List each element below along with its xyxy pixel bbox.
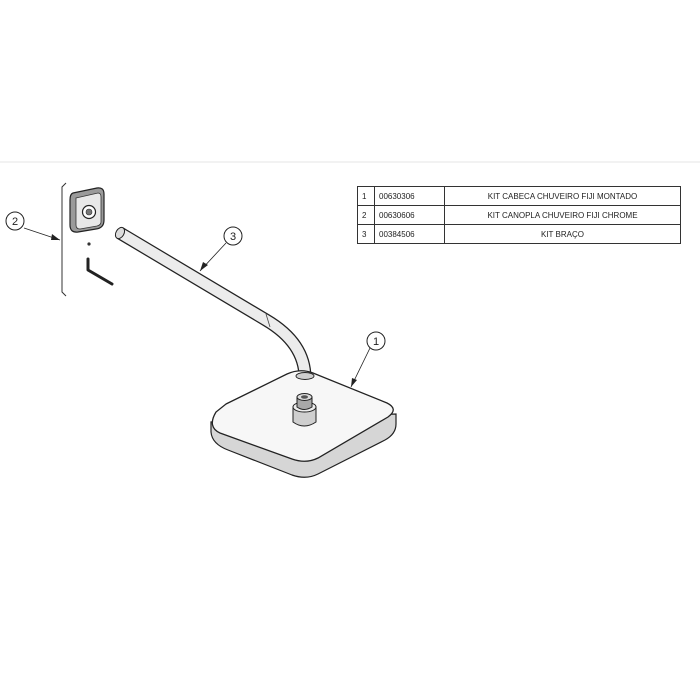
callout-2-label: 2 — [12, 216, 18, 228]
callout-3-label: 3 — [230, 231, 236, 243]
part-2-bracket — [61, 182, 67, 297]
canopy-escutcheon — [69, 187, 105, 233]
part-description: KIT BRAÇO — [444, 224, 681, 244]
table-row: 1 00630306 KIT CABECA CHUVEIRO FIJI MONT… — [357, 186, 681, 206]
callout-2: 2 — [5, 211, 61, 241]
part-number: 1 — [357, 186, 375, 206]
callout-3: 3 — [199, 226, 243, 272]
table-row: 3 00384506 KIT BRAÇO — [357, 224, 681, 244]
part-number: 3 — [357, 224, 375, 244]
part-code: 00630606 — [374, 205, 445, 225]
part-description: KIT CABECA CHUVEIRO FIJI MONTADO — [444, 186, 681, 206]
part-number: 2 — [357, 205, 375, 225]
shower-arm — [114, 226, 312, 379]
part-description: KIT CANOPLA CHUVEIRO FIJI CHROME — [444, 205, 681, 225]
callout-1: 1 — [350, 331, 386, 388]
parts-list-table: 1 00630306 KIT CABECA CHUVEIRO FIJI MONT… — [357, 186, 681, 244]
set-screw — [87, 242, 91, 246]
part-code: 00630306 — [374, 186, 445, 206]
connector-nut — [292, 393, 317, 427]
table-row: 2 00630606 KIT CANOPLA CHUVEIRO FIJI CHR… — [357, 205, 681, 225]
allen-key — [86, 257, 114, 286]
callout-1-label: 1 — [373, 336, 379, 348]
part-code: 00384506 — [374, 224, 445, 244]
